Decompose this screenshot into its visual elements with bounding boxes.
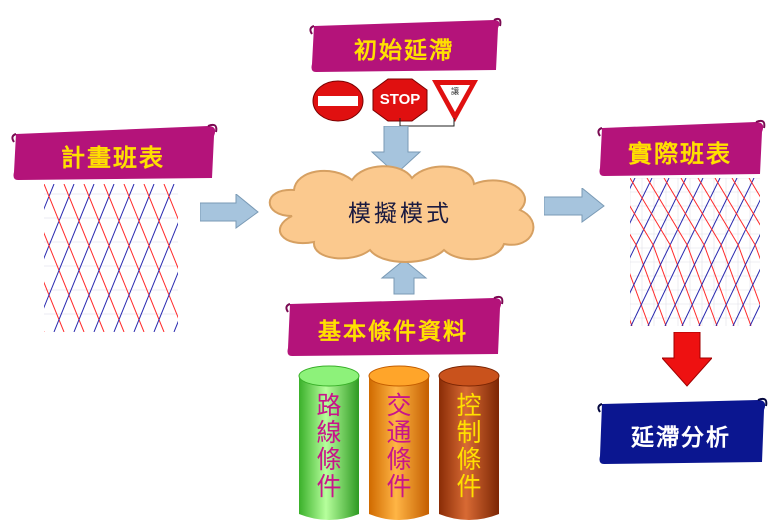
scroll-banner-shape	[597, 397, 768, 464]
train-path-up	[730, 199, 760, 260]
simulation-model-cloud: 模擬模式	[252, 158, 548, 266]
basic-conditions-title: 基本條件資料	[318, 319, 468, 345]
scroll-banner-shape	[597, 119, 766, 176]
train-path-up	[749, 304, 760, 326]
train-path-down	[630, 178, 671, 245]
train-path-up	[647, 259, 681, 326]
sign-post-bracket	[399, 118, 455, 127]
scroll-banner-shape	[309, 17, 502, 72]
train-path-up	[133, 222, 178, 332]
control-conditions-label: 控制條件	[456, 391, 482, 501]
no-entry-sign-icon	[312, 80, 364, 122]
train-path-up	[44, 184, 75, 260]
train-path-down	[44, 184, 105, 332]
train-path-down	[663, 178, 705, 245]
train-path-down	[697, 178, 739, 245]
stop-sign-icon: STOP	[372, 78, 428, 122]
train-path-up	[630, 178, 670, 259]
train-path-down	[731, 178, 760, 226]
train-path-up	[44, 184, 95, 309]
red-down-arrow-icon	[662, 332, 712, 387]
route-conditions-cylinder: 路線條件	[298, 364, 360, 524]
planned-timetable-chart	[44, 184, 178, 332]
up-arrow-to-cloud-icon	[380, 260, 428, 295]
train-path-up	[715, 259, 749, 326]
train-path-up	[662, 178, 704, 260]
train-path-up	[696, 178, 738, 260]
train-path-down	[630, 205, 654, 245]
right-arrow-from-cloud-icon	[544, 188, 605, 223]
train-path-down	[748, 178, 760, 198]
train-path-up	[713, 178, 755, 260]
train-path-up	[93, 184, 155, 332]
actual-timetable-banner: 實際班表	[594, 114, 766, 180]
basic-conditions-banner: 基本條件資料	[282, 290, 504, 360]
down-arrow-to-cloud-icon	[370, 126, 422, 175]
delay-analysis-title: 延滯分析	[631, 425, 731, 451]
train-path-down	[163, 184, 178, 220]
train-path-up	[645, 178, 687, 260]
route-conditions-label: 路線條件	[316, 391, 342, 501]
train-path-down	[44, 232, 85, 332]
actual-timetable-title: 實際班表	[628, 140, 732, 168]
train-path-up	[732, 268, 760, 326]
control-conditions-cylinder: 控制條件	[438, 364, 500, 524]
train-path-down	[44, 281, 65, 332]
train-path-down	[143, 184, 178, 270]
train-path-down	[630, 273, 650, 326]
train-path-up	[73, 184, 135, 332]
train-path-up	[698, 259, 732, 326]
stop-sign-label: STOP	[379, 91, 421, 108]
traffic-conditions-label: 交通條件	[386, 391, 412, 501]
train-path-down	[103, 184, 165, 332]
train-path-up	[630, 178, 653, 224]
train-path-down	[680, 178, 722, 245]
train-path-up	[679, 178, 721, 260]
train-path-up	[664, 259, 698, 326]
train-path-up	[630, 259, 647, 294]
train-path-up	[113, 184, 175, 332]
train-path-up	[53, 184, 115, 332]
train-path-up	[747, 233, 760, 260]
yield-sign-label: 讓	[451, 87, 459, 96]
train-path-up	[630, 259, 664, 326]
simulation-model-label: 模擬模式	[348, 201, 452, 227]
initial-delay-title: 初始延滯	[354, 38, 454, 64]
planned-timetable-banner: 計畫班表	[8, 118, 218, 184]
train-path-down	[646, 178, 688, 245]
initial-delay-banner: 初始延滯	[306, 14, 502, 76]
actual-timetable-chart	[630, 178, 760, 326]
train-path-down	[83, 184, 145, 332]
train-path-down	[714, 178, 756, 245]
train-path-down	[123, 184, 178, 319]
traffic-conditions-cylinder: 交通條件	[368, 364, 430, 524]
yield-sign-icon: 讓	[430, 78, 480, 124]
scroll-banner-shape	[11, 123, 218, 180]
right-arrow-to-cloud-icon	[200, 194, 259, 229]
train-path-down	[63, 184, 125, 332]
scroll-banner-shape	[285, 295, 504, 356]
delay-analysis-banner: 延滯分析	[594, 392, 768, 468]
train-path-up	[681, 259, 715, 326]
planned-timetable-title: 計畫班表	[61, 144, 165, 172]
train-path-up	[153, 271, 178, 332]
